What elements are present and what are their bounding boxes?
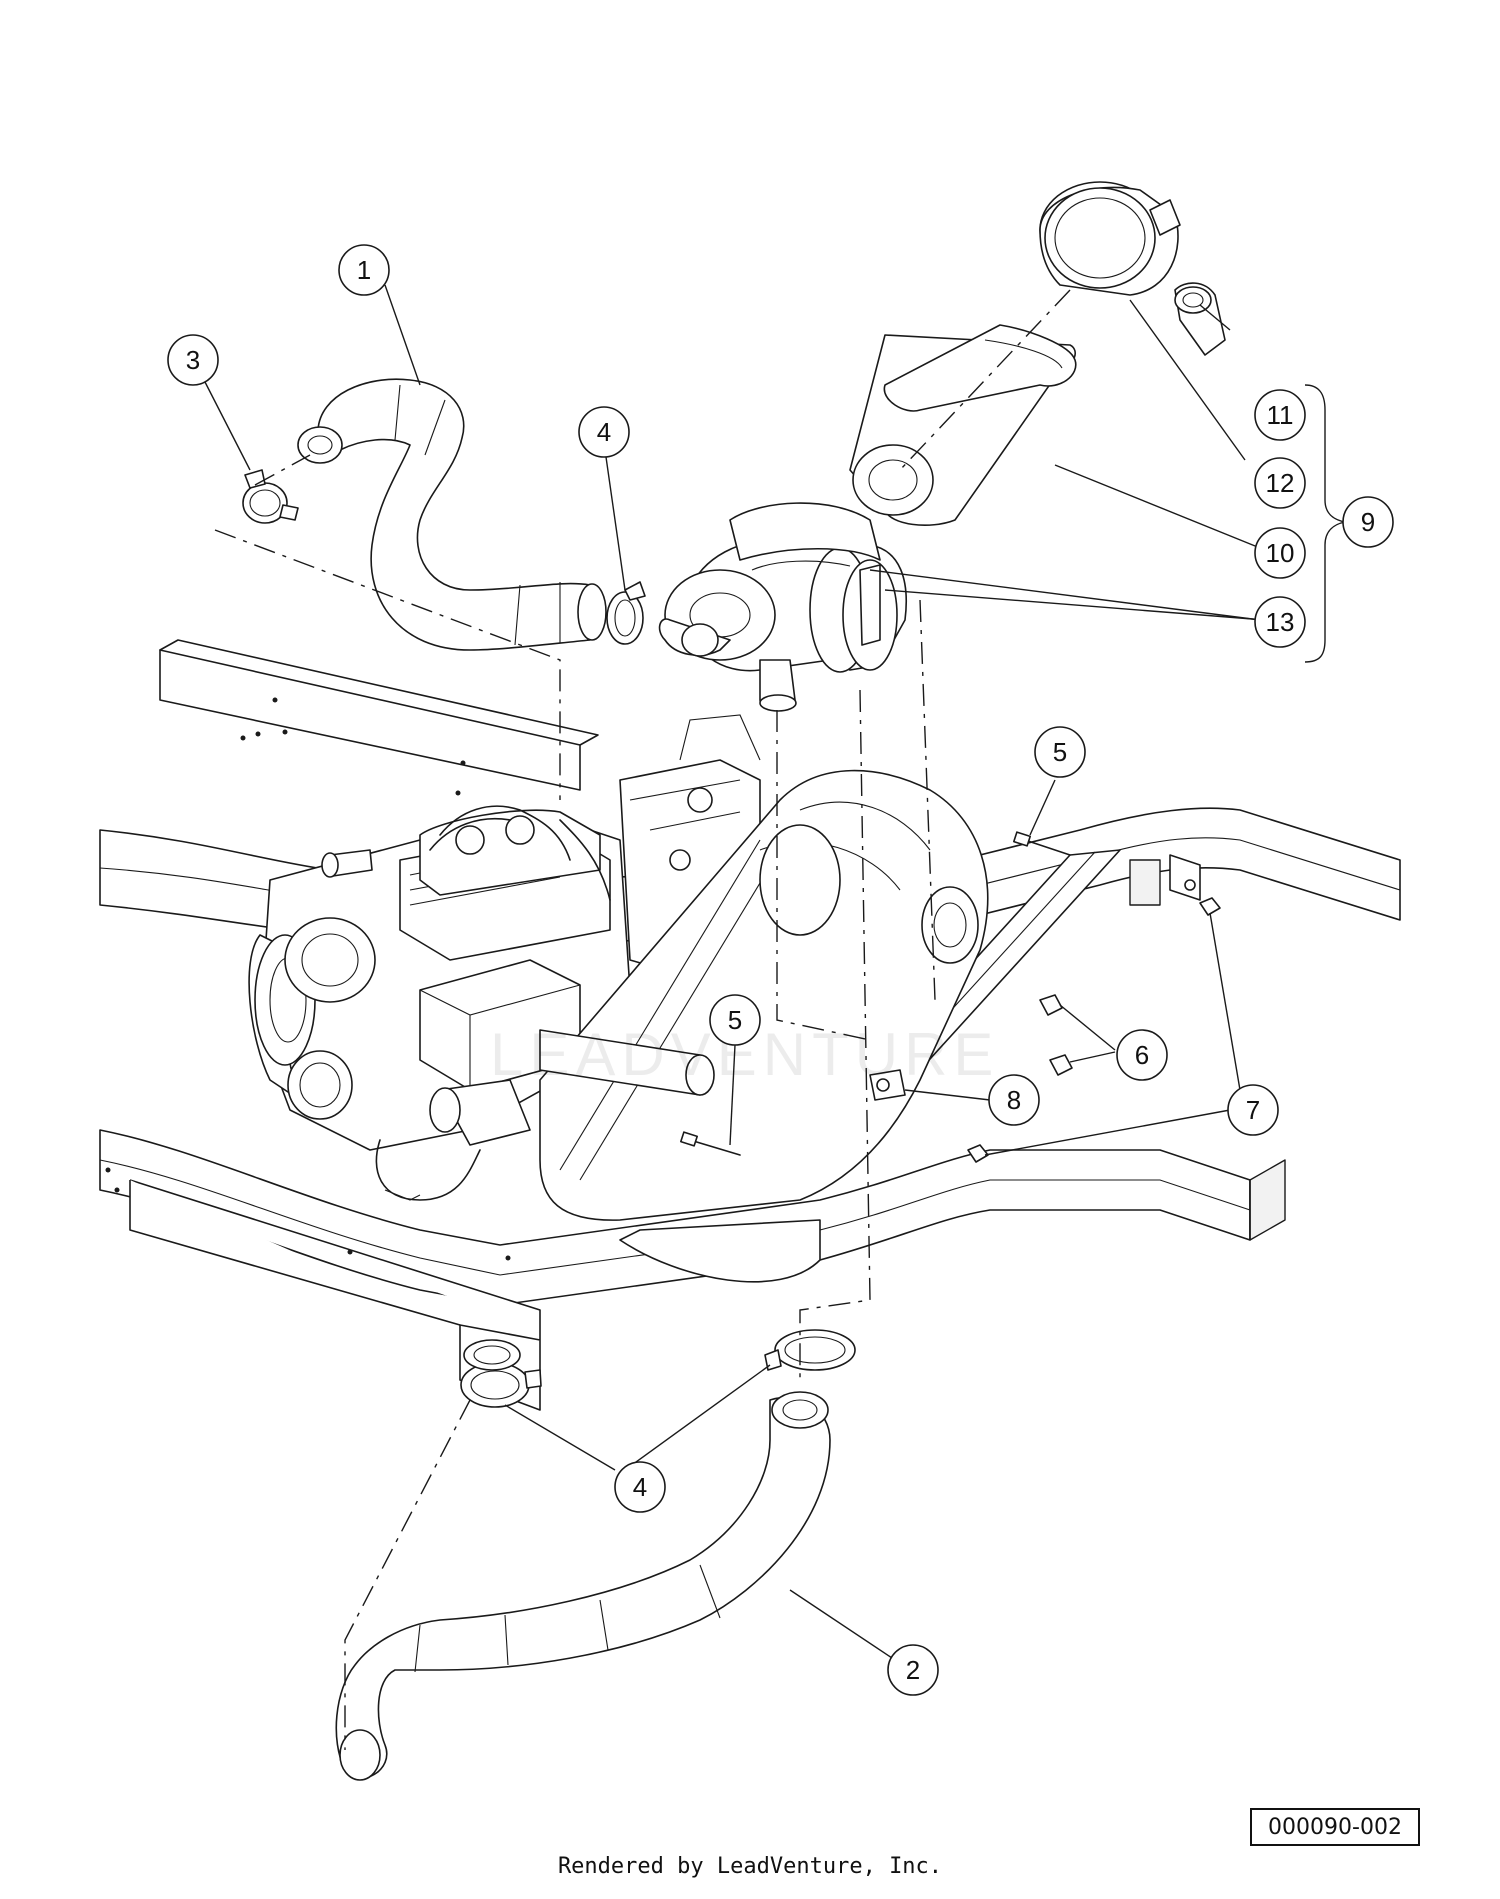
svg-text:2: 2: [906, 1655, 920, 1685]
hose-clamp-lower-right: [764, 1329, 856, 1371]
leader-lines: [204, 284, 1346, 1661]
callout-8: 8: [988, 1074, 1040, 1126]
callout-5-lower: 5: [709, 994, 761, 1046]
svg-text:12: 12: [1266, 468, 1295, 498]
callout-9: 9: [1342, 496, 1394, 548]
transmission-housing: [539, 769, 989, 1283]
svg-text:4: 4: [633, 1472, 647, 1502]
air-cleaner-assembly: [658, 502, 908, 712]
svg-text:5: 5: [1053, 737, 1067, 767]
svg-text:7: 7: [1246, 1095, 1260, 1125]
hose-clamp-top-left: [242, 469, 299, 524]
svg-text:11: 11: [1267, 400, 1294, 430]
hose-clamp-lower-left: [460, 1339, 542, 1408]
assembly-lines: [214, 289, 1071, 1750]
callout-11: 11: [1254, 389, 1306, 441]
callout-4-upper: 4: [578, 406, 630, 458]
fasteners: [679, 831, 1221, 1163]
svg-text:13: 13: [1266, 607, 1295, 637]
svg-text:10: 10: [1266, 538, 1295, 568]
callout-12: 12: [1254, 457, 1306, 509]
callout-13: 13: [1254, 596, 1306, 648]
air-cleaner-cover: [1039, 181, 1181, 296]
svg-text:8: 8: [1007, 1085, 1021, 1115]
upper-intake-hose: [297, 378, 607, 651]
callout-2: 2: [887, 1644, 939, 1696]
lower-intake-hose: [335, 1391, 831, 1781]
callout-5-upper: 5: [1034, 726, 1086, 778]
svg-text:9: 9: [1361, 507, 1375, 537]
callout-3: 3: [167, 334, 219, 386]
callout-7-upper: 7: [1227, 1084, 1279, 1136]
svg-text:5: 5: [728, 1005, 742, 1035]
svg-text:3: 3: [186, 345, 200, 375]
callout-10: 10: [1254, 527, 1306, 579]
engine-assembly: [248, 714, 761, 1201]
reference-number: 000090-002: [1250, 1808, 1420, 1846]
svg-text:6: 6: [1135, 1040, 1149, 1070]
svg-text:1: 1: [357, 255, 371, 285]
render-credit: Rendered by LeadVenture, Inc.: [557, 1854, 943, 1879]
callout-4-lower: 4: [614, 1461, 666, 1513]
callout-6: 6: [1116, 1029, 1168, 1081]
svg-text:4: 4: [597, 417, 611, 447]
hose-clamp-upper: [606, 581, 646, 645]
filter-element: [849, 324, 1077, 526]
callout-1: 1: [338, 244, 390, 296]
